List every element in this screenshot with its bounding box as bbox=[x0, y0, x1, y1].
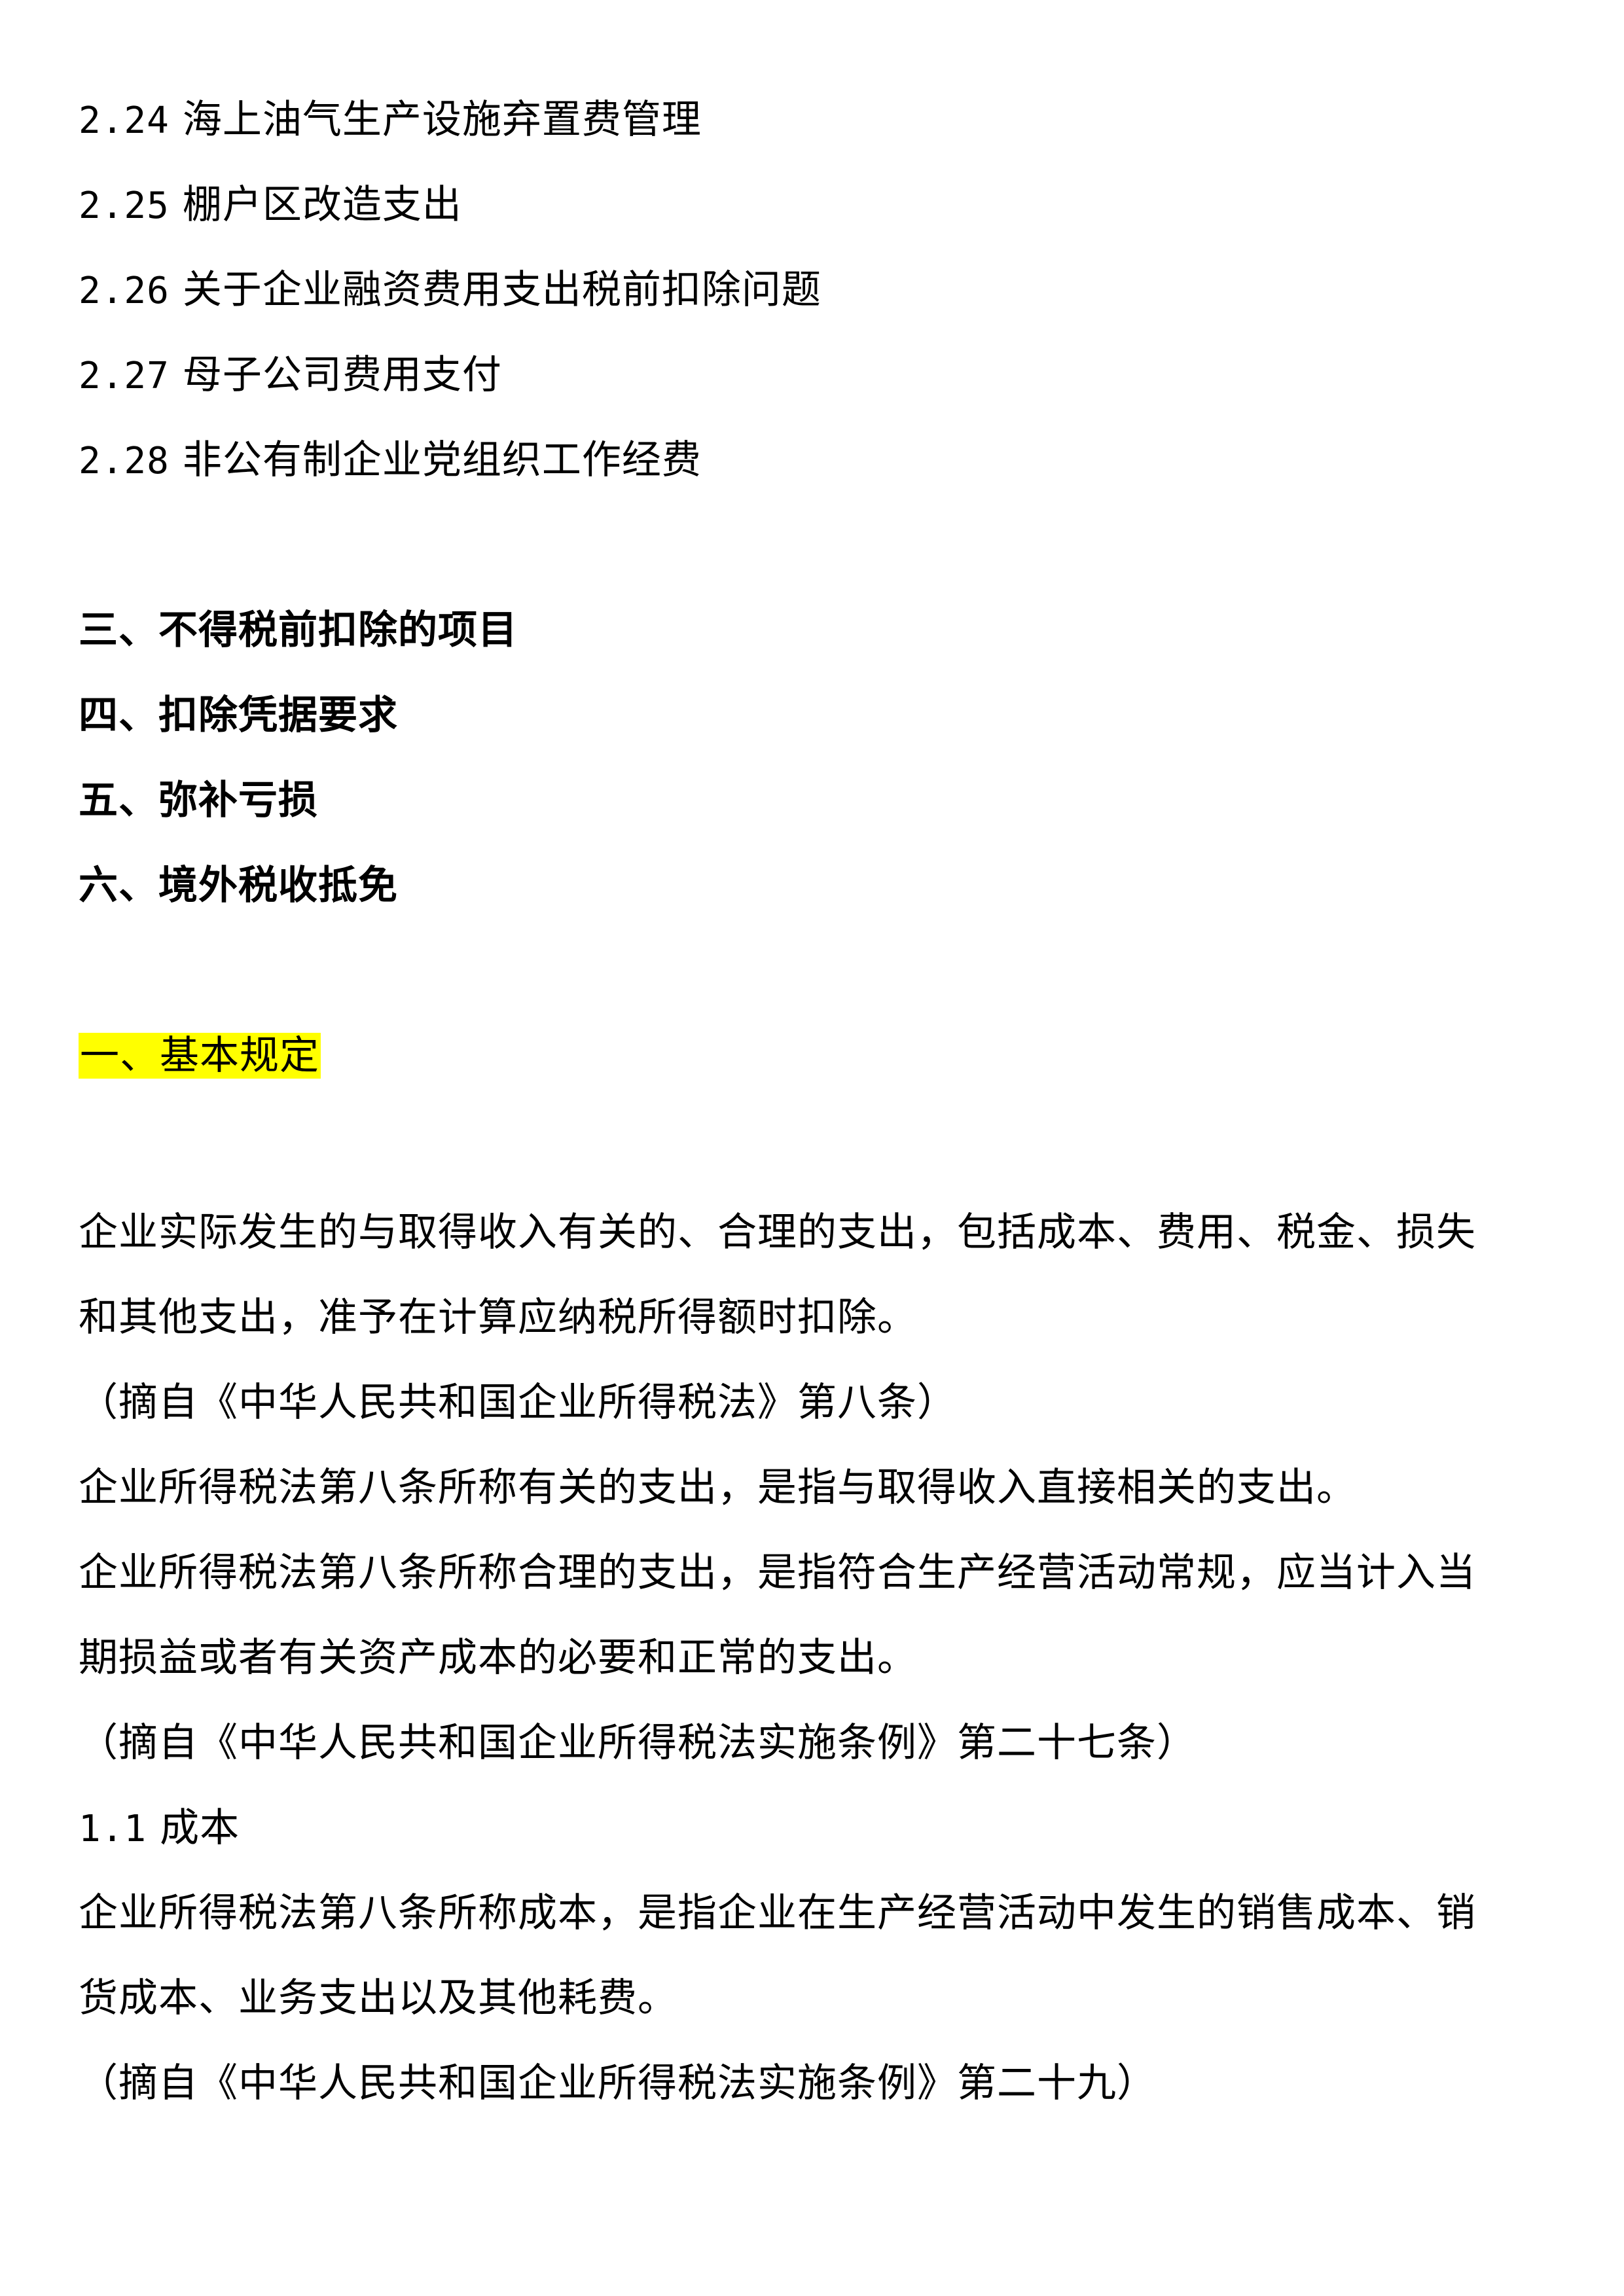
toc-section-4: 四、扣除凭据要求 bbox=[79, 692, 398, 738]
paragraph-1-line-2: 和其他支出，准予在计算应纳税所得额时扣除。 bbox=[79, 1295, 917, 1340]
paragraph-4-line-1: 企业所得税法第八条所称成本，是指企业在生产经营活动中发生的销售成本、销 bbox=[79, 1890, 1476, 1936]
toc-item-title: 关于企业融资费用支出税前扣除问题 bbox=[182, 267, 821, 313]
toc-item-number: 2.26 bbox=[79, 270, 170, 312]
source-citation-3: （摘自《中华人民共和国企业所得税法实施条例》第二十九） bbox=[79, 2060, 1157, 2106]
toc-item-number: 2.24 bbox=[79, 99, 170, 142]
paragraph-1-line-1: 企业实际发生的与取得收入有关的、合理的支出，包括成本、费用、税金、损失 bbox=[79, 1210, 1476, 1255]
toc-item-2-27: 2.27 母子公司费用支付 bbox=[79, 349, 502, 403]
highlighted-heading-text: 一、基本规定 bbox=[79, 1033, 321, 1079]
toc-item-2-26: 2.26 关于企业融资费用支出税前扣除问题 bbox=[79, 264, 821, 317]
source-citation-2: （摘自《中华人民共和国企业所得税法实施条例》第二十七条） bbox=[79, 1720, 1197, 1766]
subsection-number: 1.1 bbox=[79, 1808, 147, 1850]
subsection-title: 成本 bbox=[160, 1805, 240, 1851]
toc-section-6: 六、境外税收抵免 bbox=[79, 863, 398, 908]
paragraph-3-line-2: 期损益或者有关资产成本的必要和正常的支出。 bbox=[79, 1635, 917, 1681]
toc-item-number: 2.25 bbox=[79, 185, 170, 227]
toc-section-3: 三、不得税前扣除的项目 bbox=[79, 607, 518, 653]
toc-item-title: 海上油气生产设施弃置费管理 bbox=[182, 97, 702, 143]
paragraph-2: 企业所得税法第八条所称有关的支出，是指与取得收入直接相关的支出。 bbox=[79, 1465, 1356, 1511]
paragraph-3-line-1: 企业所得税法第八条所称合理的支出，是指符合生产经营活动常规，应当计入当 bbox=[79, 1550, 1476, 1596]
section-heading: 一、基本规定 bbox=[79, 1030, 321, 1082]
source-citation-1: （摘自《中华人民共和国企业所得税法》第八条） bbox=[79, 1380, 957, 1426]
toc-item-title: 母子公司费用支付 bbox=[182, 352, 502, 398]
toc-item-2-28: 2.28 非公有制企业党组织工作经费 bbox=[79, 434, 702, 488]
toc-item-2-24: 2.24 海上油气生产设施弃置费管理 bbox=[79, 94, 702, 147]
toc-item-number: 2.28 bbox=[79, 440, 170, 482]
toc-item-number: 2.27 bbox=[79, 355, 170, 397]
toc-item-title: 非公有制企业党组织工作经费 bbox=[182, 437, 702, 483]
subsection-heading: 1.1 成本 bbox=[79, 1802, 240, 1856]
toc-item-title: 棚户区改造支出 bbox=[182, 182, 462, 228]
toc-section-5: 五、弥补亏损 bbox=[79, 778, 318, 823]
paragraph-4-line-2: 货成本、业务支出以及其他耗费。 bbox=[79, 1975, 677, 2021]
toc-item-2-25: 2.25 棚户区改造支出 bbox=[79, 179, 462, 232]
